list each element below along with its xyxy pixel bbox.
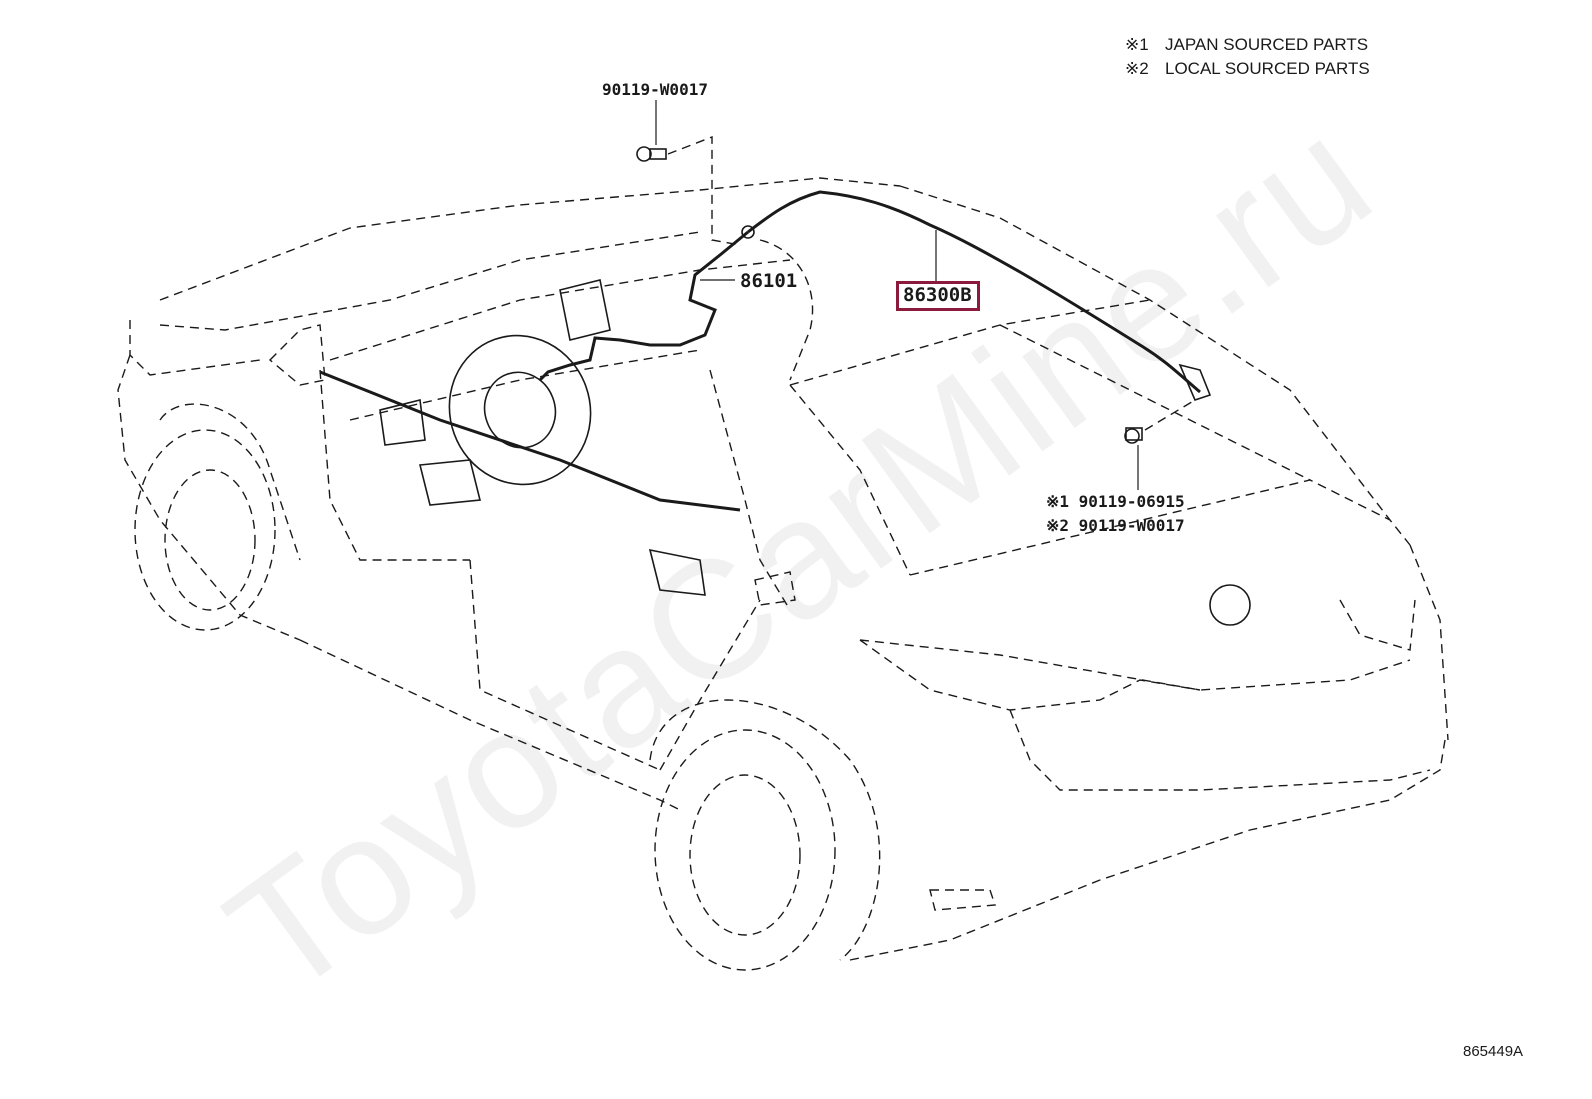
legend-text: LOCAL SOURCED PARTS — [1165, 59, 1370, 78]
car-body-outline — [117, 177, 1449, 971]
antenna-cable — [538, 190, 1212, 401]
leader-lines — [700, 230, 937, 282]
bolt-rear — [1124, 399, 1196, 490]
legend-text: JAPAN SOURCED PARTS — [1165, 35, 1369, 54]
part-highlight-box — [896, 281, 980, 311]
part-label-antenna-assy[interactable]: 86300B — [903, 284, 972, 306]
part-label-bolt-rear: ※1 90119-06915 ※2 90119-W0017 — [1046, 490, 1185, 538]
interior-details — [319, 279, 741, 596]
diagram-code: 865449A — [1463, 1043, 1524, 1060]
legend-row-japan: ※1 JAPAN SOURCED PARTS — [1125, 33, 1370, 57]
bolt-front — [636, 100, 741, 246]
part-label-bolt-front[interactable]: 90119-W0017 — [602, 80, 708, 99]
part-label-bolt-rear-2[interactable]: ※2 90119-W0017 — [1046, 516, 1185, 535]
part-label-bolt-rear-1[interactable]: ※1 90119-06915 — [1046, 492, 1185, 511]
part-label-antenna-lead[interactable]: 86101 — [740, 270, 798, 292]
legend: ※1 JAPAN SOURCED PARTS ※2 LOCAL SOURCED PA… — [1125, 33, 1370, 81]
legend-mark: ※1 — [1125, 35, 1149, 54]
legend-mark: ※2 — [1125, 59, 1149, 78]
legend-row-local: ※2 LOCAL SOURCED PARTS — [1125, 57, 1370, 81]
